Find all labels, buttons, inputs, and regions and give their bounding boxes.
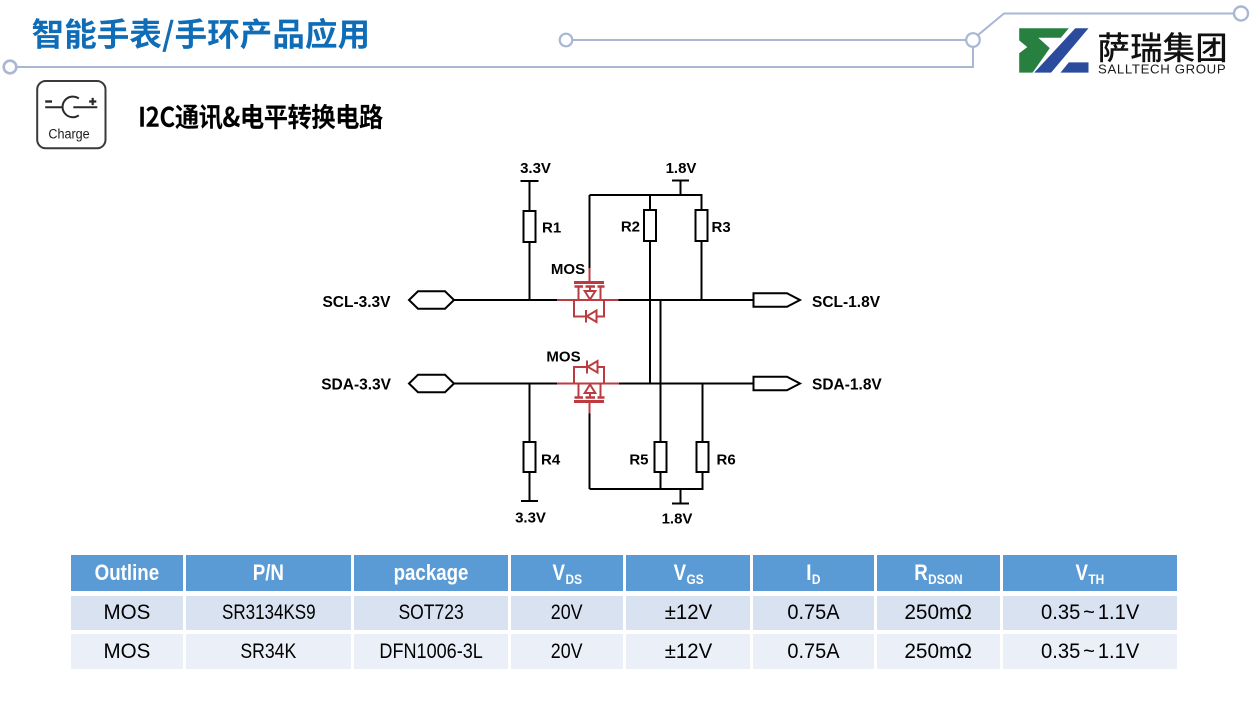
svg-text:1.8V: 1.8V	[666, 160, 697, 177]
svg-text:SCL-1.8V: SCL-1.8V	[812, 294, 881, 311]
svg-text:3.3V: 3.3V	[515, 510, 546, 527]
svg-text:MOS: MOS	[546, 349, 580, 366]
svg-text:R5: R5	[629, 452, 648, 469]
svg-text:MOS: MOS	[551, 261, 585, 278]
svg-text:R2: R2	[621, 219, 640, 236]
svg-text:SDA-3.3V: SDA-3.3V	[321, 377, 391, 394]
svg-text:Charge: Charge	[48, 126, 89, 142]
svg-text:R3: R3	[712, 219, 731, 236]
svg-text:SDA-1.8V: SDA-1.8V	[812, 377, 882, 394]
svg-text:R4: R4	[541, 452, 561, 469]
svg-text:1.8V: 1.8V	[662, 511, 693, 528]
svg-text:SALLTECH GROUP: SALLTECH GROUP	[1098, 62, 1226, 77]
svg-text:R6: R6	[717, 452, 736, 469]
svg-text:SCL-3.3V: SCL-3.3V	[322, 294, 391, 311]
svg-text:3.3V: 3.3V	[520, 160, 551, 177]
svg-text:R1: R1	[542, 220, 561, 237]
